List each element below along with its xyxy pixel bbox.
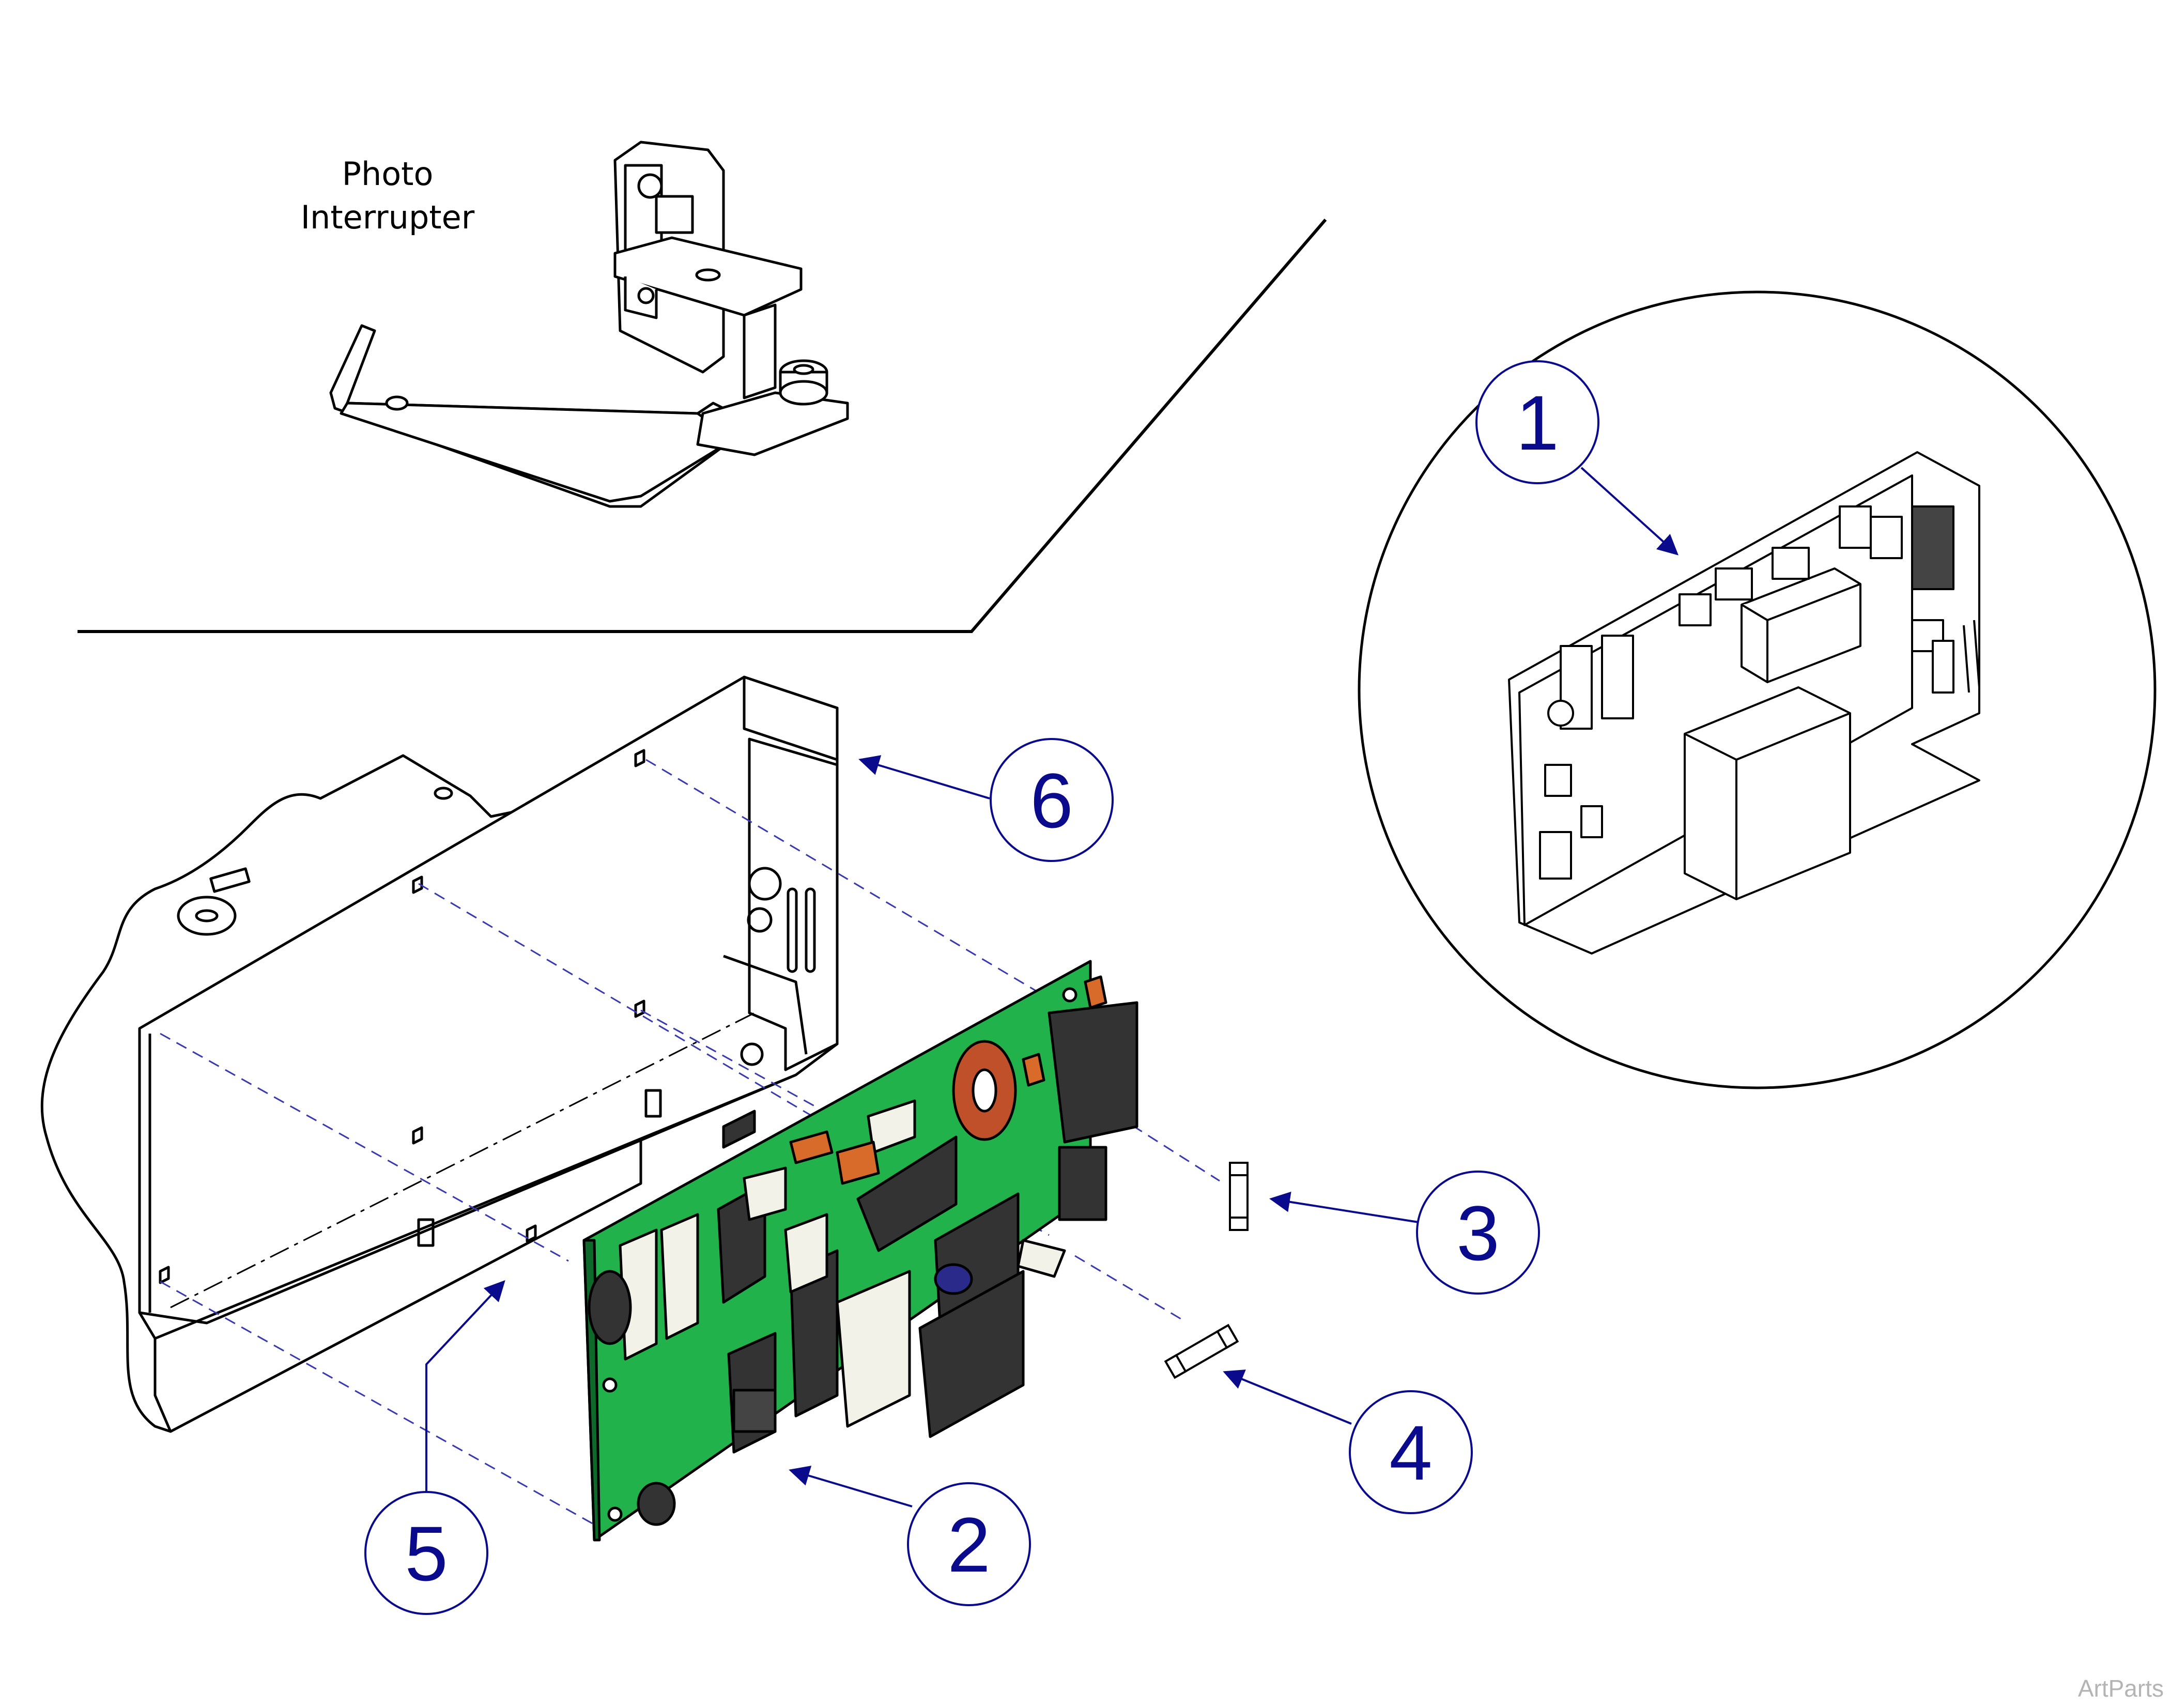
callout-leaders xyxy=(425,467,1679,1507)
chassis-housing xyxy=(40,675,839,1433)
callout-2-number: 2 xyxy=(947,1501,990,1588)
callout-4: 4 xyxy=(1349,1390,1473,1514)
callout-6-number: 6 xyxy=(1030,757,1073,844)
photo-interrupter-label-line2: Interrupter xyxy=(300,198,475,236)
photo-interrupter-label: Photo Interrupter xyxy=(279,152,496,239)
inset-divider-line xyxy=(78,219,1327,633)
hidden-edge-line xyxy=(170,1012,755,1309)
callout-4-number: 4 xyxy=(1389,1409,1432,1496)
callout-2: 2 xyxy=(907,1482,1031,1606)
fuse-angled xyxy=(1164,1324,1239,1379)
callout-1-number: 1 xyxy=(1516,379,1559,466)
callout-3: 3 xyxy=(1416,1171,1540,1295)
photo-interrupter-label-line1: Photo xyxy=(342,155,434,193)
assembled-board-detail xyxy=(1508,451,1980,955)
callout-6: 6 xyxy=(990,738,1114,862)
callout-5: 5 xyxy=(364,1491,488,1615)
callout-3-number: 3 xyxy=(1456,1190,1499,1276)
fuse-vertical xyxy=(1229,1162,1249,1231)
callout-1: 1 xyxy=(1475,360,1599,484)
control-pcb xyxy=(582,960,1138,1542)
watermark: ArtParts xyxy=(2077,1675,2164,1702)
photo-interrupter-bracket xyxy=(329,141,849,508)
callout-5-number: 5 xyxy=(405,1510,448,1597)
